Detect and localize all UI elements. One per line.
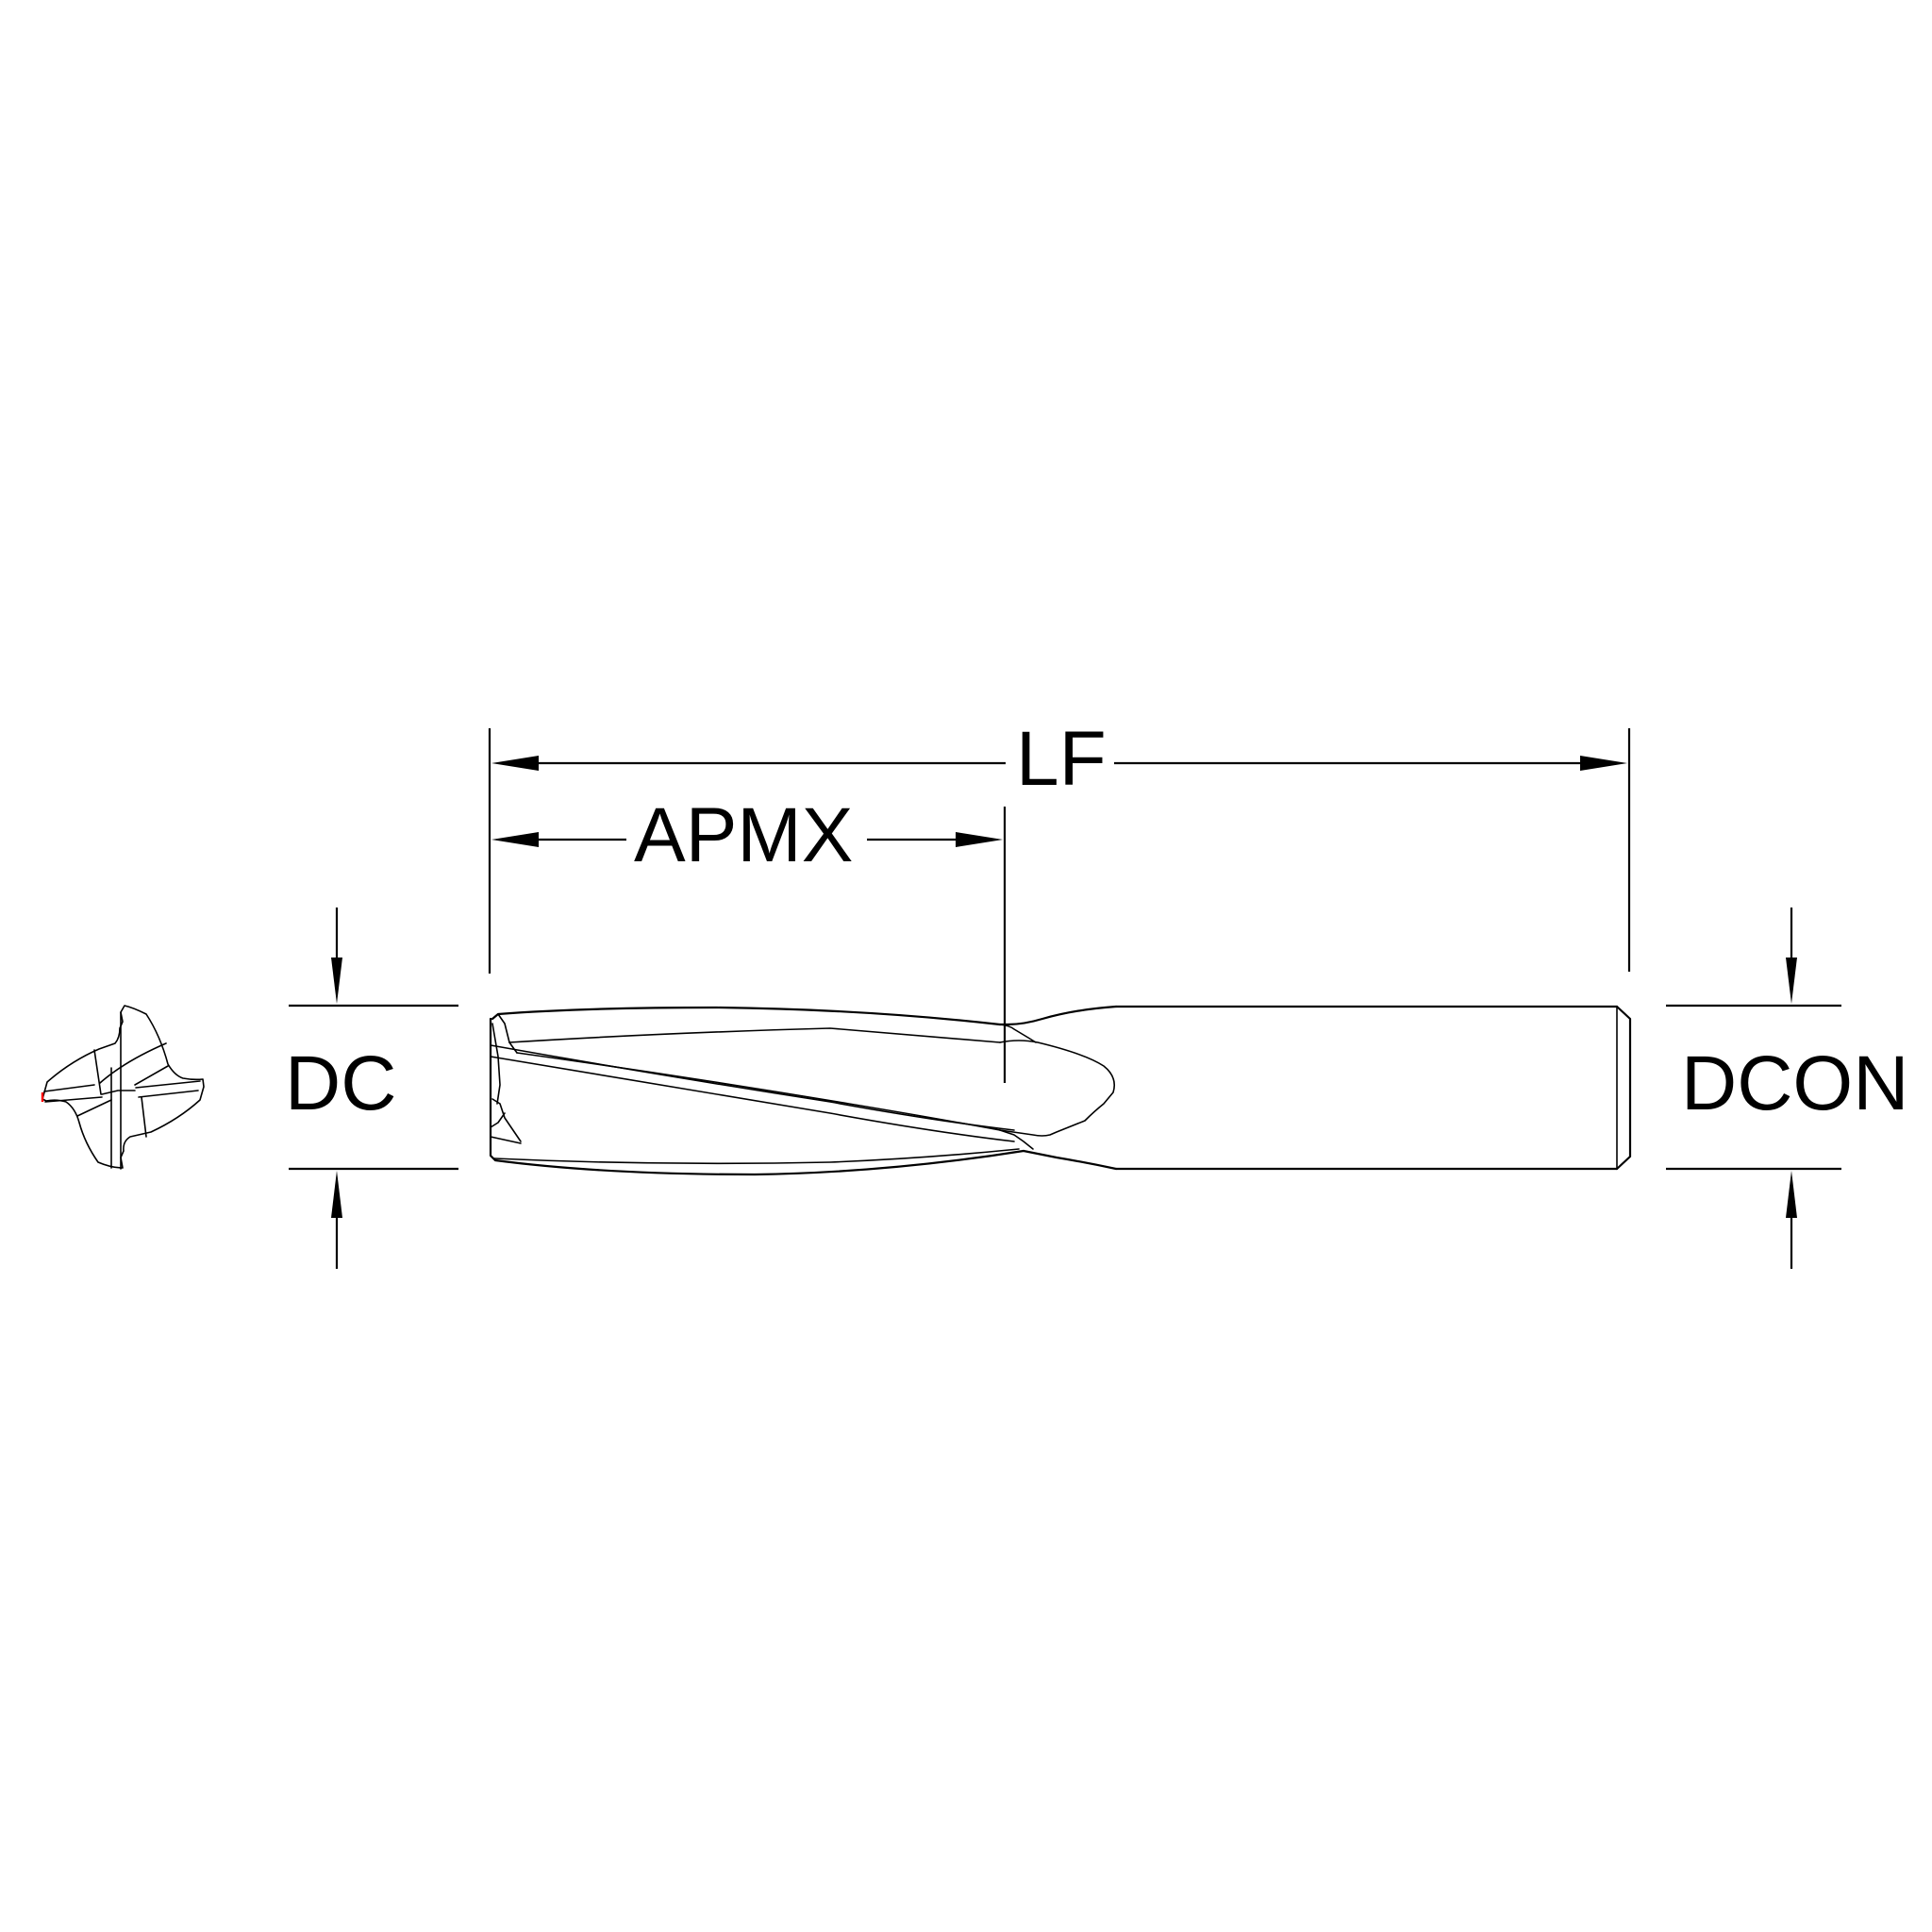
apmx-dimension (491, 807, 1007, 1083)
dcon-arrow-down (1786, 958, 1797, 1004)
lf-dimension (488, 728, 1631, 974)
dcon-label: DCON (1681, 1041, 1908, 1126)
apmx-arrow-left (491, 832, 539, 847)
lf-arrow-left (491, 756, 539, 771)
lf-arrow-right (1580, 756, 1627, 771)
fluted-portion (489, 1006, 1116, 1176)
neck (998, 1005, 1118, 1171)
tool-side-view (489, 1005, 1632, 1176)
dc-dimension (289, 908, 458, 1269)
lf-label: LF (1016, 716, 1107, 802)
end-view-cross-section (41, 1005, 205, 1170)
dcon-dimension (1666, 908, 1841, 1269)
dc-arrow-up (331, 1171, 342, 1218)
apmx-arrow-right (956, 832, 1003, 847)
dc-arrow-down (331, 958, 342, 1004)
dc-label: DC (285, 1041, 396, 1126)
shank (1114, 1005, 1632, 1171)
dcon-arrow-up (1786, 1171, 1797, 1218)
apmx-label: APMX (634, 792, 853, 878)
